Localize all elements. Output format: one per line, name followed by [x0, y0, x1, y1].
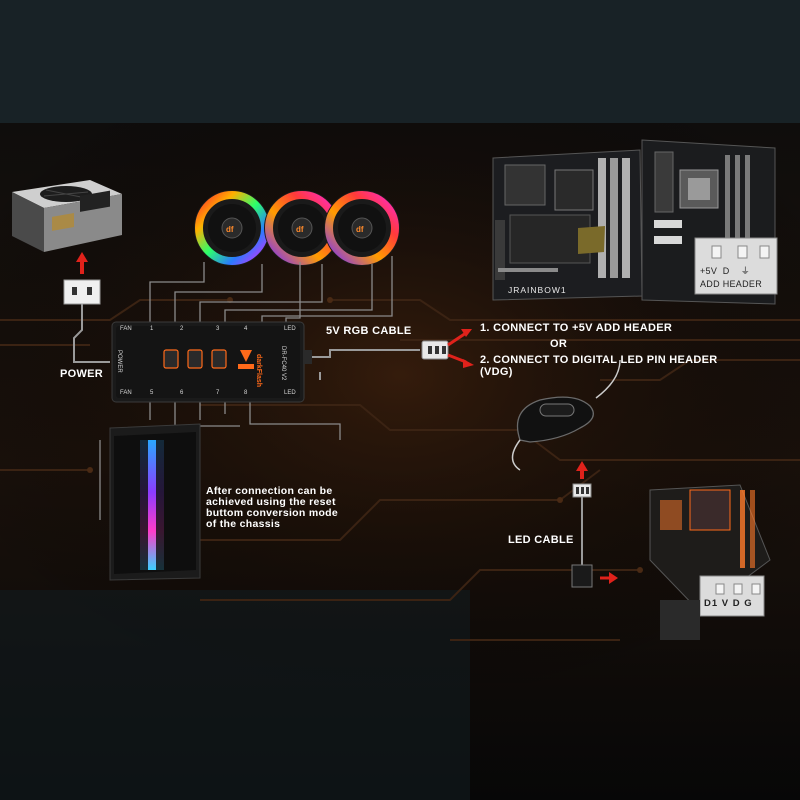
hub-port-number: 2 — [180, 326, 184, 332]
power-supply-unit — [12, 180, 122, 252]
rgb-controller-hub — [111, 321, 312, 403]
reset-controller — [511, 359, 621, 471]
hub-port-number: 4 — [244, 326, 248, 332]
msi-heatsink — [504, 164, 546, 206]
power-cable — [73, 304, 110, 363]
circuit-traces — [0, 299, 800, 641]
hub-port-number: 5 — [150, 390, 154, 396]
connect-option-2-label: 2. CONNECT TO DIGITAL LED PIN HEADER — [480, 354, 718, 366]
chassis-note: After connection can be achieved using t… — [206, 485, 339, 530]
arrow-to-option-1 — [447, 331, 467, 347]
power-label: POWER — [60, 368, 104, 380]
svg-text:df: df — [296, 225, 304, 234]
pc-case — [109, 423, 201, 581]
hub-port-number: 7 — [216, 390, 220, 396]
svg-text:df: df — [226, 225, 234, 234]
add-header-label: ADD HEADER — [700, 279, 763, 289]
led-cable-label: LED CABLE — [508, 534, 574, 546]
hub-rgb-port — [304, 350, 312, 364]
rgb-fan-2: df — [264, 190, 340, 266]
rgb-cable-label: 5V RGB CABLE — [326, 325, 412, 337]
hub-port-number: 8 — [244, 390, 248, 396]
hub-brand-label: darkFlash — [255, 354, 262, 388]
vdg-header-callout — [699, 575, 765, 617]
or-label: OR — [550, 338, 568, 350]
hub-fan-bottom-label: FAN — [120, 390, 132, 396]
motherboard-asus — [641, 139, 778, 305]
led-cable-plug-bottom — [571, 564, 593, 588]
led-up-arrow — [576, 461, 588, 471]
hub-port-number: 6 — [180, 390, 184, 396]
rgb-cable-run — [312, 329, 474, 380]
hub-port-number: 3 — [216, 326, 220, 332]
vdg-header-label: D1 V D G — [704, 598, 753, 609]
hub-led-bottom-label: LED — [284, 390, 296, 396]
motherboard-gigabyte — [649, 484, 771, 640]
jrainbow-label: JRAINBOW1 — [508, 285, 567, 295]
connect-option-2-subtext: (VDG) — [480, 366, 513, 378]
power-up-arrow — [76, 252, 88, 262]
motherboard-msi — [492, 149, 643, 301]
svg-text:df: df — [356, 225, 364, 234]
msi-dragon-logo — [578, 226, 605, 254]
hub-fan-top-label: FAN — [120, 326, 132, 332]
rgb-fan-3: df — [324, 190, 400, 266]
connect-option-1-label: 1. CONNECT TO +5V ADD HEADER — [480, 322, 673, 334]
add-header-pins-label: +5V D ⏚ — [700, 266, 751, 276]
psu-socket — [80, 190, 110, 212]
power-connector — [63, 252, 110, 363]
hub-model-label: DR-FC40 V2 — [280, 346, 286, 381]
hub-led-top-label: LED — [284, 326, 296, 332]
gigabyte-cpu-socket — [689, 489, 731, 531]
msi-cpu-socket — [554, 169, 594, 211]
led-cable-assembly — [571, 461, 618, 588]
hub-button-2 — [187, 349, 203, 369]
asus-dimm — [725, 155, 730, 265]
msi-dimm-1 — [598, 158, 606, 278]
fan-cables — [149, 256, 393, 322]
hub-button-1 — [163, 349, 179, 369]
darkflash-logo — [240, 350, 252, 362]
hub-button-3 — [211, 349, 227, 369]
hub-bottom-cables — [99, 402, 341, 520]
rgb-fan-1: df — [194, 190, 270, 266]
top-band — [0, 0, 800, 123]
hub-port-number: 1 — [150, 326, 154, 332]
power-plug — [63, 279, 101, 305]
hub-power-label: POWER — [116, 350, 122, 373]
